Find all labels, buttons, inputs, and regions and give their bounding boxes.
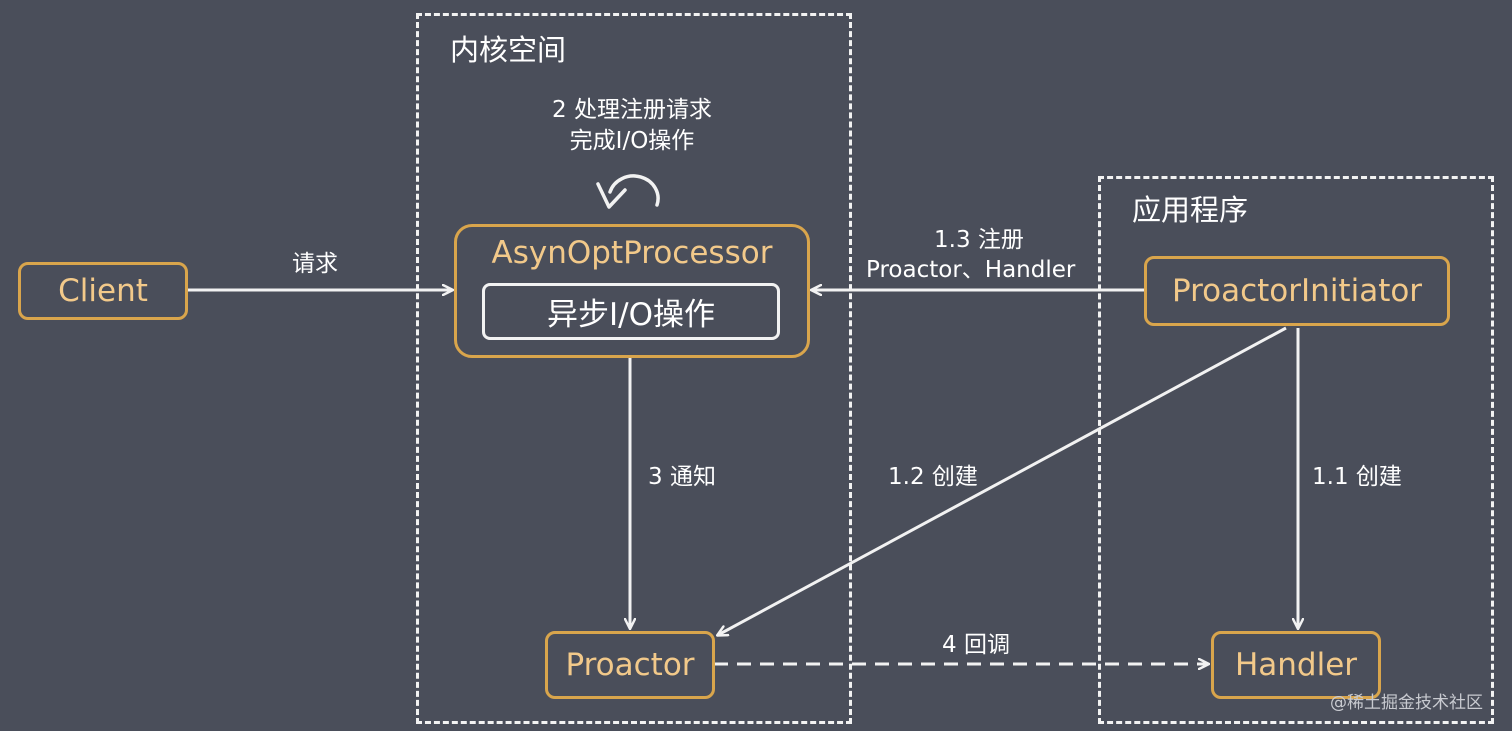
- region-kernel-space: [416, 13, 852, 724]
- cycle-arrowhead-icon: [596, 182, 627, 209]
- label-process-line1: 2 处理注册请求: [552, 97, 712, 123]
- label-register-line1: 1.3 注册: [934, 227, 1024, 253]
- node-asyn-opt-processor-label: AsynOptProcessor: [491, 235, 773, 271]
- label-request: 请求: [292, 251, 338, 277]
- node-asyn-opt-processor: AsynOptProcessor: [454, 224, 810, 358]
- label-register-line2: Proactor、Handler: [866, 257, 1076, 283]
- node-proactor: Proactor: [545, 631, 715, 699]
- region-application: [1098, 176, 1494, 724]
- watermark: @稀土掘金技术社区: [1330, 693, 1483, 713]
- edge-create-proactor: [718, 326, 1287, 635]
- label-create-proactor: 1.2 创建: [888, 464, 978, 490]
- cycle-arrow-icon: [608, 174, 660, 207]
- node-handler: Handler: [1211, 631, 1381, 699]
- label-notify: 3 通知: [648, 464, 716, 490]
- label-callback: 4 回调: [942, 632, 1010, 658]
- node-client: Client: [18, 262, 188, 320]
- node-async-io: 异步I/O操作: [482, 283, 780, 340]
- region-application-title: 应用程序: [1132, 193, 1249, 227]
- label-process-line2: 完成I/O操作: [569, 128, 695, 154]
- region-kernel-space-title: 内核空间: [450, 33, 567, 67]
- node-proactor-initiator: ProactorInitiator: [1144, 256, 1450, 326]
- label-create-handler: 1.1 创建: [1312, 464, 1402, 490]
